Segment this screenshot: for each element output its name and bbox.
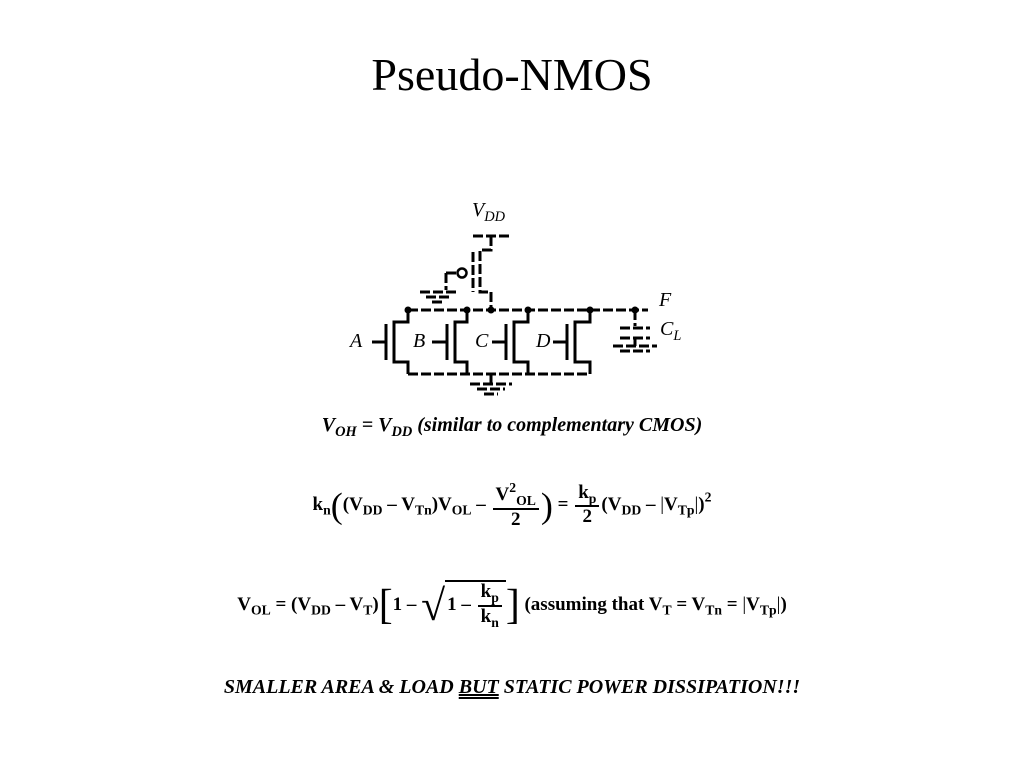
pmos-channel — [478, 236, 493, 310]
node-dot — [487, 306, 495, 314]
output-label: F — [659, 289, 672, 311]
input-label-b: B — [413, 330, 426, 352]
page-title: Pseudo-NMOS — [371, 49, 653, 100]
nmos-b — [432, 310, 469, 374]
node-dot — [586, 306, 594, 314]
node-dot — [631, 306, 639, 314]
summary-note: SMALLER AREA & LOAD BUT STATIC POWER DIS… — [223, 676, 801, 698]
nmos-a — [372, 310, 410, 374]
input-label-c: C — [475, 330, 489, 352]
voh-equation: VOH = VDD (similar to complementary CMOS… — [321, 414, 703, 441]
input-label-a: A — [350, 330, 363, 352]
input-label-d: D — [536, 330, 551, 352]
nmos-c — [492, 310, 530, 374]
nmos-d — [553, 310, 592, 374]
node-dot — [463, 306, 471, 314]
vdd-label: VDD — [472, 199, 506, 226]
pmos-bubble — [456, 267, 468, 279]
node-dot — [524, 306, 532, 314]
node-dot — [404, 306, 412, 314]
cap-label: CL — [660, 318, 682, 345]
